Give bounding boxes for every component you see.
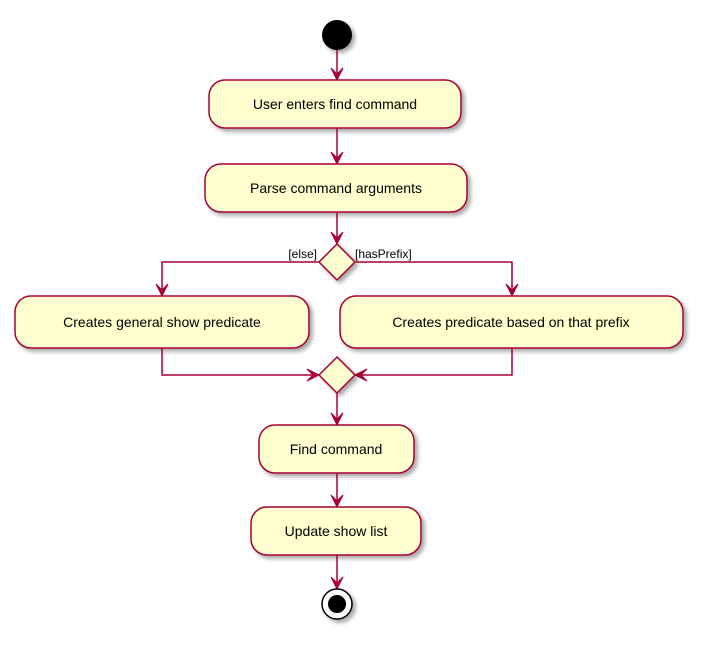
- arrowhead: [330, 67, 344, 82]
- action-label: User enters find command: [253, 96, 417, 112]
- start-node: [322, 20, 352, 50]
- action-parse-arguments: Parse command arguments: [204, 163, 468, 213]
- arrowhead: [353, 368, 368, 382]
- flow-has-prefix-branch: [355, 261, 513, 294]
- arrowhead: [330, 231, 344, 246]
- action-label: Parse command arguments: [250, 180, 422, 196]
- arrowhead: [330, 412, 344, 427]
- arrowhead: [330, 576, 344, 591]
- arrowhead: [306, 368, 321, 382]
- action-user-enters-find: User enters find command: [208, 79, 462, 129]
- arrowhead: [330, 494, 344, 509]
- flow-general-to-merge: [161, 348, 317, 376]
- flow-else-branch: [161, 261, 319, 294]
- decision-diamond: [317, 242, 357, 282]
- arrowhead: [155, 283, 169, 298]
- action-prefix-predicate: Creates predicate based on that prefix: [339, 295, 684, 349]
- end-node: [321, 588, 353, 620]
- action-label: Update show list: [285, 523, 388, 539]
- arrowhead: [330, 151, 344, 166]
- action-find-command: Find command: [258, 424, 415, 474]
- arrowhead: [505, 283, 519, 298]
- action-label: Creates predicate based on that prefix: [392, 314, 629, 330]
- action-update-list: Update show list: [250, 506, 422, 556]
- merge-diamond: [317, 355, 357, 395]
- action-label: Creates general show predicate: [63, 314, 261, 330]
- action-label: Find command: [290, 441, 383, 457]
- action-general-predicate: Creates general show predicate: [14, 295, 310, 349]
- guard-has-prefix-label: [hasPrefix]: [355, 247, 412, 261]
- guard-else-label: [else]: [288, 247, 317, 261]
- flow-prefix-to-merge: [357, 348, 513, 376]
